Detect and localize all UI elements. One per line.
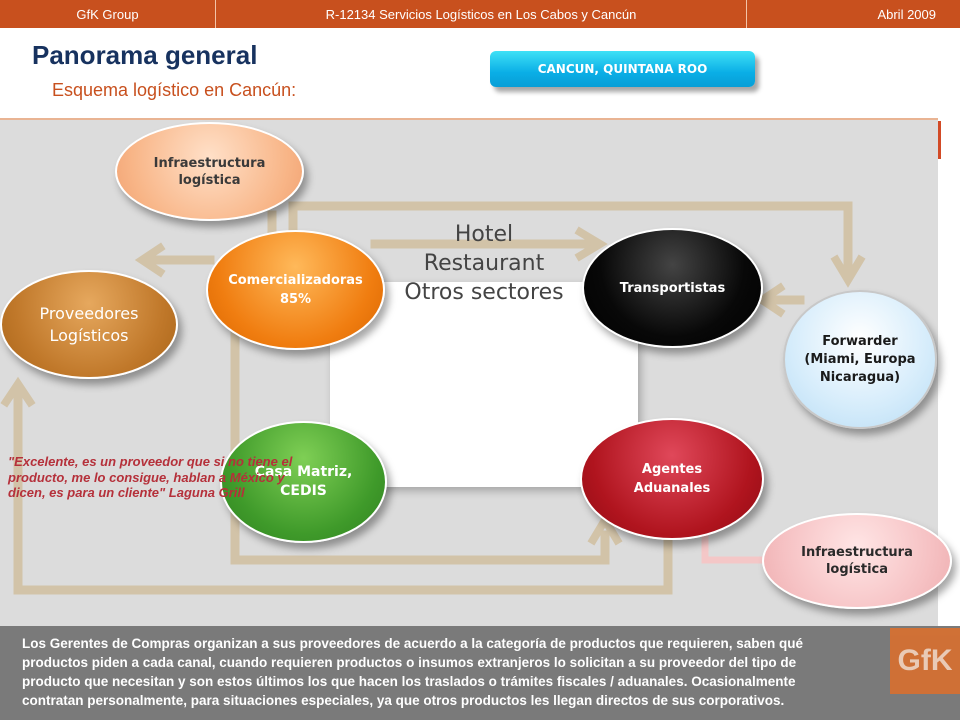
- location-button[interactable]: CANCUN, QUINTANA ROO: [490, 51, 755, 87]
- arrowhead-proveedores: [134, 242, 166, 278]
- comercializadoras-line1: Comercializadoras: [228, 273, 363, 288]
- header-bar: GfK Group R-12134 Servicios Logísticos e…: [0, 0, 960, 28]
- arrow-bottom-loop: [13, 517, 673, 595]
- arrowhead-forwarder: [830, 254, 866, 288]
- infra-bottom-line1: Infraestructura: [801, 545, 913, 560]
- center-line-otros: Otros sectores: [404, 280, 564, 305]
- center-box: [330, 282, 638, 487]
- arrowhead-from-forwarder: [754, 282, 786, 318]
- node-comercializadoras: Comercializadoras 85%: [206, 230, 385, 350]
- infra-top-line1: Infraestructura: [153, 155, 266, 171]
- arrow-top-loop: [288, 201, 853, 273]
- node-infraestructura-bottom: Infraestructura logística: [762, 513, 952, 609]
- customer-quote: "Excelente, es un proveedor que si no ti…: [8, 454, 338, 501]
- quote-line1: "Excelente, es un proveedor que si no ti…: [8, 454, 293, 469]
- center-line-hotel: Hotel: [454, 222, 514, 247]
- arrowhead-transportistas: [574, 226, 608, 262]
- infra-bottom-line2: logística: [825, 562, 889, 577]
- forwarder-line1: Forwarder: [822, 333, 898, 349]
- page-subtitle: Esquema logístico en Cancún:: [52, 80, 297, 100]
- casa-matriz-line1: Casa Matriz,: [254, 464, 353, 480]
- center-line-restaurant: Restaurant: [423, 251, 545, 276]
- header-company: GfK Group: [0, 0, 216, 28]
- arrow-casa-to-agentes: [230, 325, 610, 565]
- proveedores-line1: Proveedores: [39, 303, 139, 323]
- center-label: Hotel Restaurant Otros sectores: [330, 220, 638, 307]
- header-date: Abril 2009: [877, 6, 936, 22]
- side-mark: [938, 121, 960, 159]
- casa-matriz-line2: CEDIS: [280, 483, 327, 499]
- summary-text: Los Gerentes de Compras organizan a sus …: [22, 634, 917, 710]
- arrowhead-left-up: [0, 376, 36, 408]
- summary-line1: Los Gerentes de Compras organizan a sus …: [22, 636, 803, 651]
- summary-line2: productos piden a cada canal, cuando req…: [22, 655, 797, 670]
- arrow-infra-bottom: [701, 530, 770, 564]
- quote-line3: dicen, es para un cliente" Laguna Grill: [8, 485, 245, 500]
- infra-top-line2: logística: [178, 172, 241, 188]
- quote-line2: producto, me lo consigue, hablan a Méxic…: [8, 469, 285, 485]
- agentes-line2: Aduanales: [633, 481, 711, 496]
- transportistas-line1: Transportistas: [619, 280, 726, 296]
- gfk-logo: GfK: [890, 628, 960, 694]
- forwarder-line3: Nicaragua): [819, 369, 901, 385]
- summary-line4: contratan personalmente, para situacione…: [22, 693, 785, 708]
- proveedores-line2: Logísticos: [49, 325, 129, 345]
- node-casa-matriz: Casa Matriz, CEDIS: [220, 421, 387, 543]
- side-strip: [938, 118, 960, 626]
- node-transportistas: Transportistas: [582, 228, 763, 348]
- header-project: R-12134 Servicios Logísticos en Los Cabo…: [216, 0, 747, 28]
- agentes-line1: Agentes: [641, 462, 703, 477]
- comercializadoras-line2: 85%: [279, 292, 312, 307]
- summary-box: [0, 626, 960, 720]
- forwarder-line2: (Miami, Europa: [804, 351, 916, 367]
- summary-line3: producto que necesitan y son estos últim…: [22, 674, 796, 689]
- diagram-arrows: [0, 201, 866, 595]
- page-title: Panorama general: [32, 40, 258, 70]
